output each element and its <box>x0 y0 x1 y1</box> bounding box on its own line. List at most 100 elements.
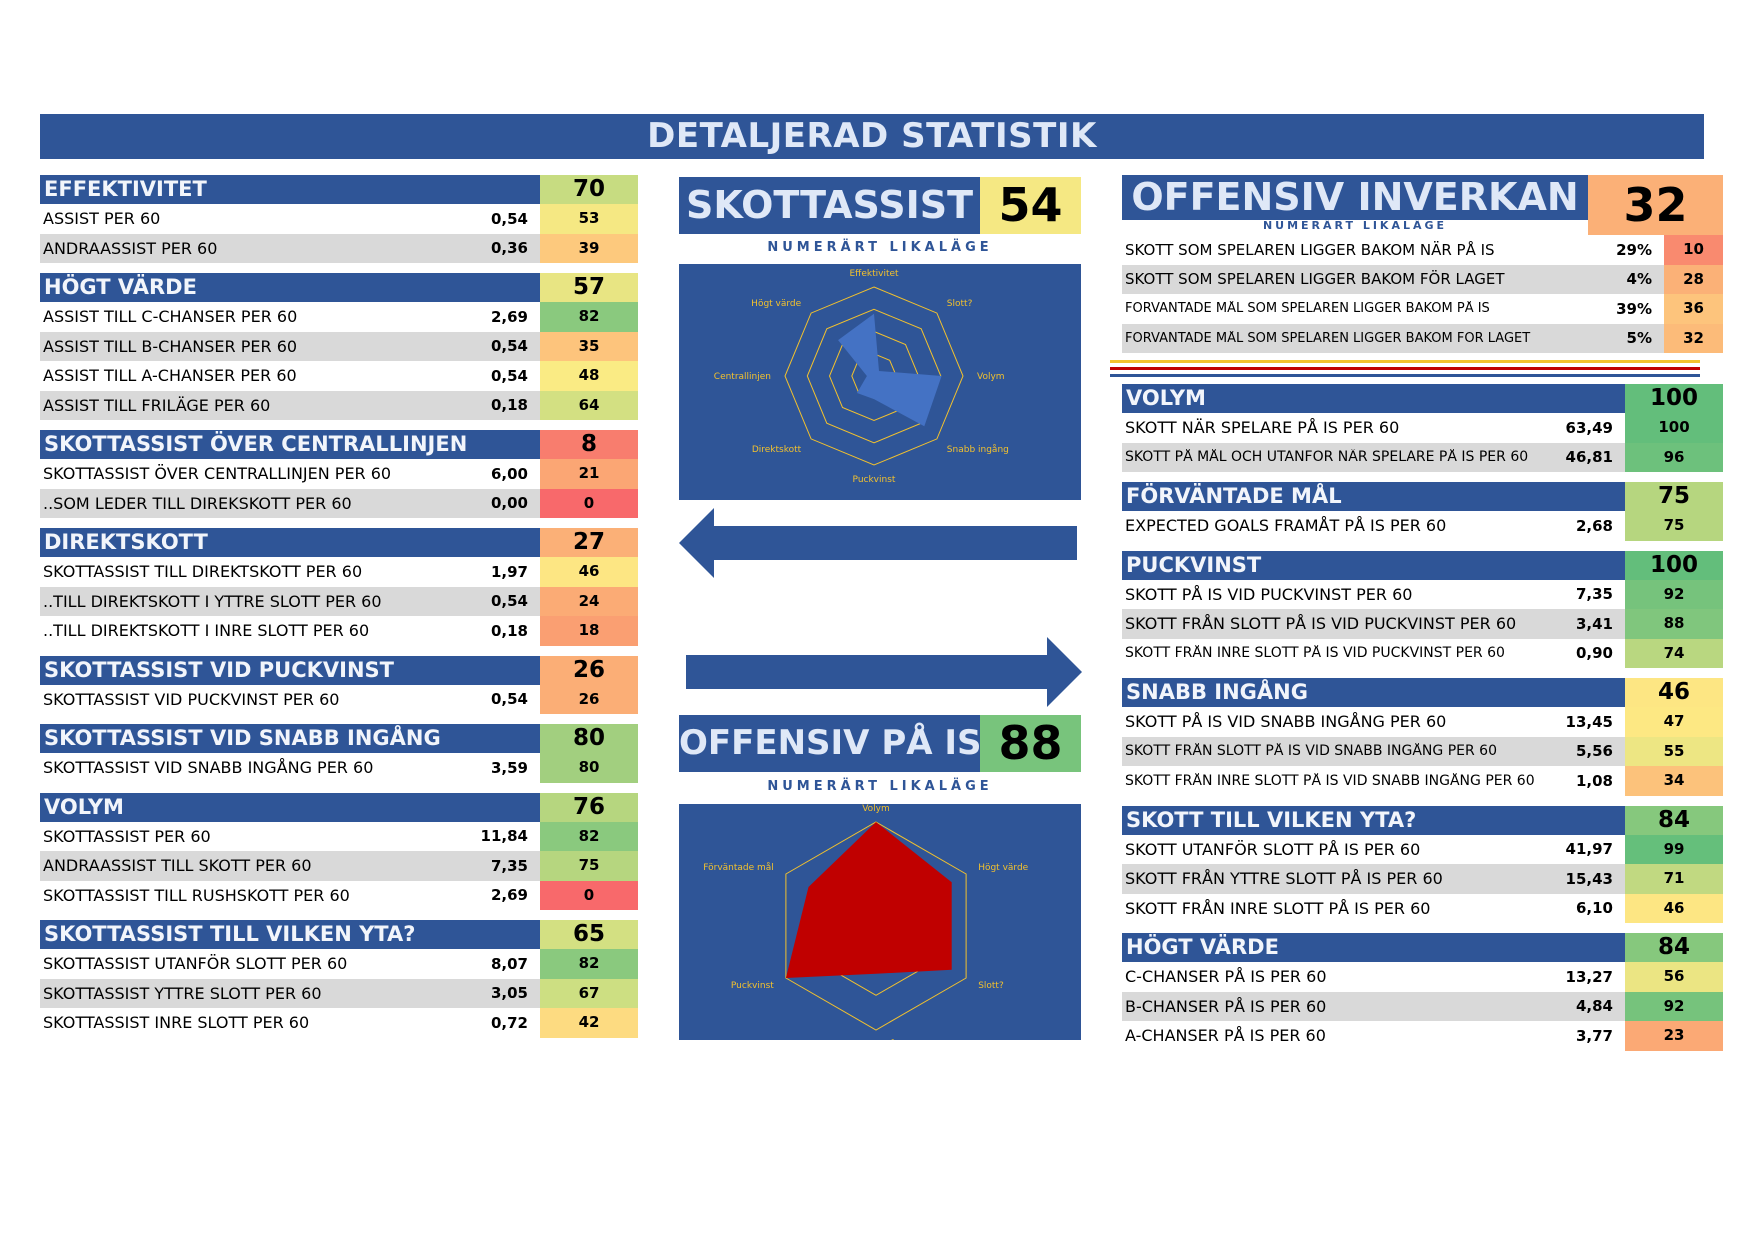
radar1-grid-ring <box>806 308 942 444</box>
stat-percentile: 34 <box>1625 766 1723 796</box>
stat-label: SKOTTASSIST VID PUCKVINST PER 60 <box>43 689 340 709</box>
stat-row: SKOTT PÅ MÅL OCH UTANFÖR NÄR SPELARE PÅ … <box>1122 442 1723 472</box>
stat-value: 39% <box>1616 299 1652 318</box>
section-score: 75 <box>1625 482 1723 511</box>
radar1-data-area <box>838 313 942 427</box>
stat-percentile: 92 <box>1625 991 1723 1021</box>
stat-label: SKOTTASSIST INRE SLOTT PER 60 <box>43 1013 310 1033</box>
section-score: 80 <box>540 724 638 753</box>
offensiv-inverkan-title: OFFENSIV INVERKAN <box>1131 175 1579 219</box>
section-title: FÖRVÄNTADE MÅL <box>1122 482 1625 511</box>
stat-label: ..SOM LEDER TILL DIREKSKOTT PER 60 <box>43 493 352 513</box>
radar1-axis-label: Snabb ingång <box>947 444 1009 455</box>
stat-value: 41,97 <box>1565 840 1613 859</box>
radar1-axis-label: Effektivitet <box>849 269 899 279</box>
stat-label: SKOTT UTANFÖR SLOTT PÅ IS PER 60 <box>1125 839 1421 859</box>
stat-row: SKOTT SOM SPELAREN LIGGER BAKOM NÄR PÅ I… <box>1122 235 1723 265</box>
stat-percentile: 56 <box>1625 962 1723 992</box>
stat-percentile: 35 <box>540 331 638 361</box>
stat-value: 6,00 <box>490 464 528 483</box>
section-header: SKOTTASSIST TILL VILKEN YTA?65 <box>40 920 638 949</box>
stat-value: 7,35 <box>490 856 528 875</box>
stat-value: 11,84 <box>480 827 528 846</box>
stat-percentile: 10 <box>1664 235 1723 265</box>
stat-percentile: 82 <box>540 821 638 851</box>
stat-percentile: 67 <box>540 978 638 1008</box>
stat-label: SKOTT SOM SPELAREN LIGGER BAKOM FÖR LAGE… <box>1125 270 1505 289</box>
stat-value: 5% <box>1626 329 1652 348</box>
stat-label: FÖRVÄNTADE MÅL SOM SPELAREN LIGGER BAKOM… <box>1125 330 1531 346</box>
section-score: 70 <box>540 175 638 204</box>
stat-value: 1,08 <box>1575 771 1613 790</box>
stat-value: 3,05 <box>490 984 528 1003</box>
page-title: DETALJERAD STATISTIK <box>40 114 1704 159</box>
section-title: VOLYM <box>1122 384 1625 413</box>
stat-value: 0,54 <box>490 337 528 356</box>
offensiv-inverkan-rows: SKOTT SOM SPELAREN LIGGER BAKOM NÄR PÅ I… <box>1122 235 1723 353</box>
stat-row: SKOTT FRÅN INRE SLOTT PÅ IS VID SNABB IN… <box>1122 766 1723 796</box>
stat-percentile: 55 <box>1625 736 1723 766</box>
stat-value: 46,81 <box>1565 448 1613 467</box>
stat-value: 0,18 <box>490 396 528 415</box>
skottassist-subtitle: NUMERÄRT LIKALÄGE <box>767 240 993 255</box>
stat-value: 2,69 <box>490 886 528 905</box>
radar2-grid-ring <box>785 821 967 1031</box>
stat-value: 15,43 <box>1565 869 1613 888</box>
section-title: SKOTTASSIST TILL VILKEN YTA? <box>40 920 540 949</box>
stat-percentile: 0 <box>540 880 638 910</box>
stat-label: SKOTTASSIST TILL RUSHSKOTT PER 60 <box>43 885 350 905</box>
stat-value: 0,54 <box>490 209 528 228</box>
radar1-axis-label: Volym <box>977 372 1005 382</box>
stat-percentile: 82 <box>540 949 638 979</box>
stat-value: 0,00 <box>490 494 528 513</box>
stat-percentile: 28 <box>1664 264 1723 294</box>
radar1-axis-label: Slott? <box>947 299 973 309</box>
stat-label: SKOTT SOM SPELAREN LIGGER BAKOM NÄR PÅ I… <box>1125 240 1495 259</box>
stat-value: 4,84 <box>1575 997 1613 1016</box>
stat-label: SKOTT FRÅN INRE SLOTT PÅ IS VID PUCKVINS… <box>1125 645 1505 662</box>
radar1-axis-label: Puckvinst <box>853 475 896 485</box>
section-title: PUCKVINST <box>1122 550 1625 580</box>
stat-percentile: 42 <box>540 1008 638 1038</box>
section-score: 100 <box>1625 384 1723 413</box>
radar1-grid-ring <box>784 286 964 466</box>
stat-percentile: 96 <box>1625 442 1723 472</box>
radar2-axis-label: Snabb ingång <box>845 1039 907 1040</box>
stat-percentile: 100 <box>1625 413 1723 443</box>
section-score: 76 <box>540 792 638 822</box>
stat-label: EXPECTED GOALS FRAMÅT PÅ IS PER 60 <box>1125 516 1447 536</box>
stat-label: SKOTT FRÅN SLOTT PÅ IS VID SNABB INGÅNG … <box>1125 743 1497 760</box>
stat-value: 0,90 <box>1575 644 1613 663</box>
stat-label: ANDRAASSIST PER 60 <box>43 238 218 258</box>
stat-label: C-CHANSER PÅ IS PER 60 <box>1125 967 1327 987</box>
stat-value: 5,56 <box>1575 742 1613 761</box>
stat-percentile: 46 <box>540 557 638 587</box>
section-title: VOLYM <box>40 792 540 822</box>
stripe-yellow <box>1110 360 1700 363</box>
skottassist-title: SKOTTASSIST <box>679 177 980 234</box>
